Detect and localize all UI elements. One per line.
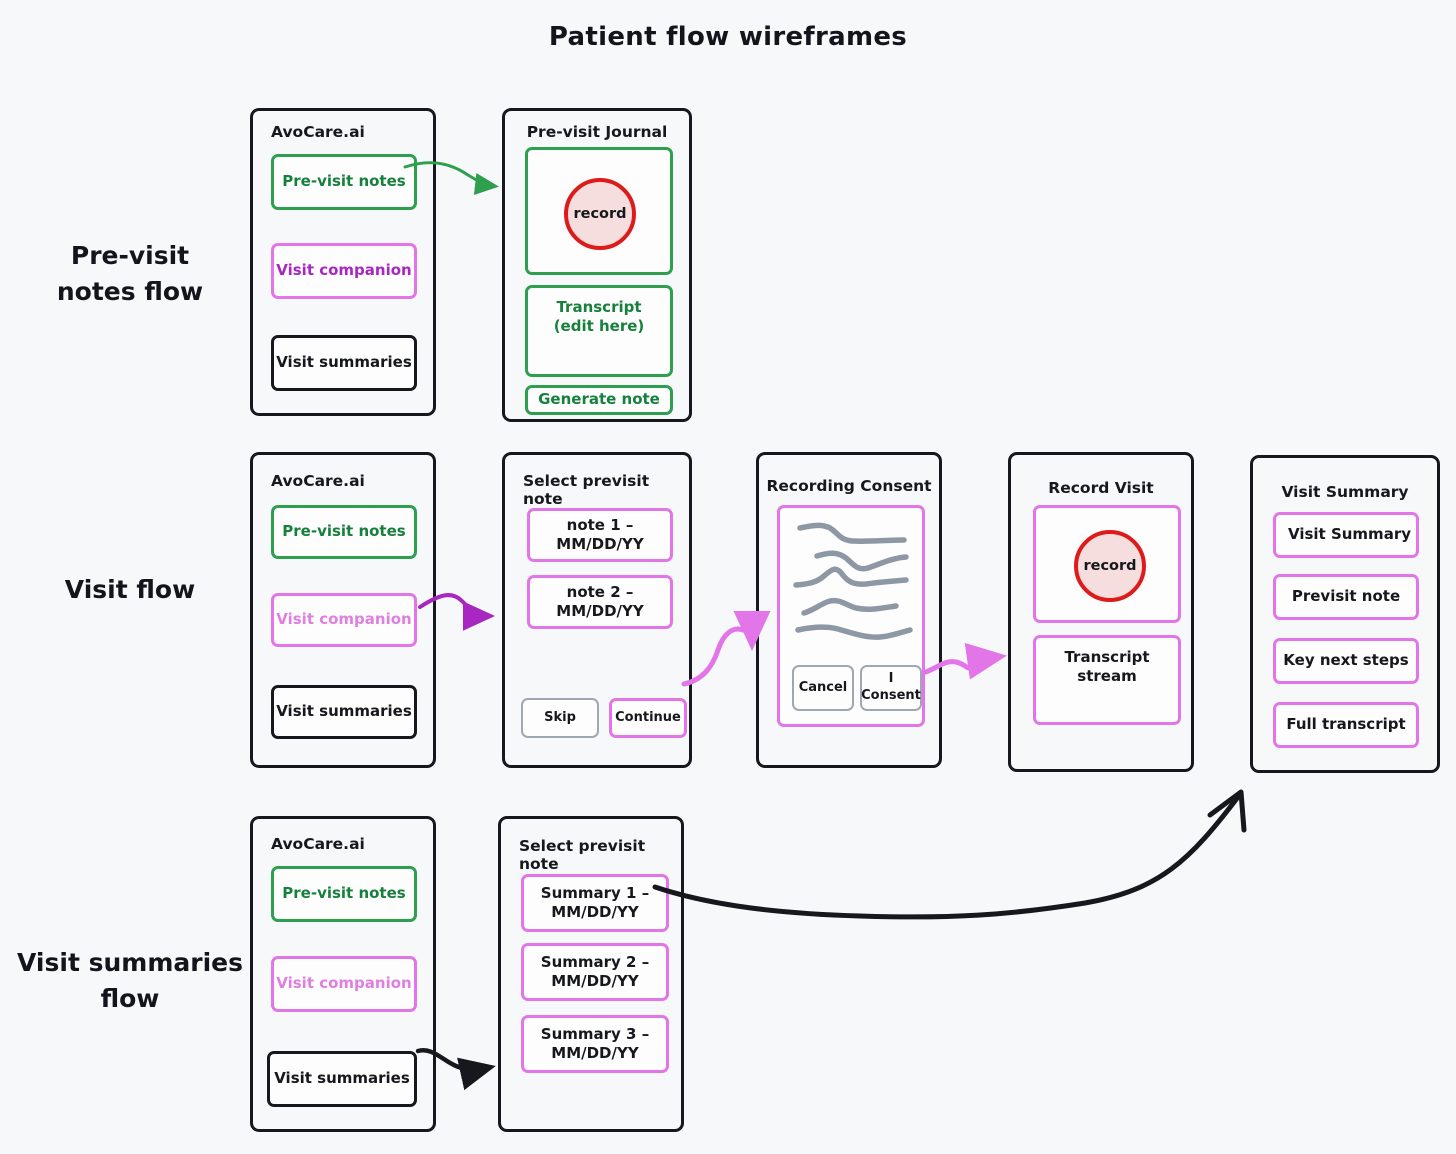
row-label-visit-flow: Visit flow xyxy=(64,575,196,604)
note-option-1[interactable]: note 1 – MM/DD/YY xyxy=(527,508,673,562)
screen-title: Select previsit note xyxy=(519,837,646,873)
note-option-2[interactable]: note 2 – MM/DD/YY xyxy=(527,575,673,629)
record-button[interactable]: record xyxy=(564,178,636,250)
screen-title: Recording Consent xyxy=(766,477,932,495)
menu-item-visit-summaries[interactable]: Visit summaries xyxy=(267,1051,417,1107)
arrowhead-summary-to-visit-summary xyxy=(1207,789,1247,833)
arrow-continue-to-consent xyxy=(681,610,771,687)
generate-note-button[interactable]: Generate note xyxy=(525,385,673,415)
screen-home-row3: AvoCare.ai Pre-visit notes Visit compani… xyxy=(250,816,436,1132)
row-label-visit-summaries-flow: Visit summaries flow xyxy=(17,948,243,1013)
screen-select-previsit-note: Select previsit note note 1 – MM/DD/YY n… xyxy=(502,452,692,768)
screen-title: AvoCare.ai xyxy=(271,123,365,141)
screen-home-row2: AvoCare.ai Pre-visit notes Visit compani… xyxy=(250,452,436,768)
menu-item-visit-companion[interactable]: Visit companion xyxy=(271,956,417,1012)
transcript-editor[interactable]: Transcript (edit here) xyxy=(525,285,673,377)
screen-title: AvoCare.ai xyxy=(271,472,365,490)
screen-title: Select previsit note xyxy=(523,472,650,508)
screen-title: AvoCare.ai xyxy=(271,835,365,853)
arrow-summary-to-visit-summary xyxy=(652,794,1241,920)
screen-previsit-journal: Pre-visit Journal record Transcript (edi… xyxy=(502,108,692,422)
summary-section-full-transcript[interactable]: Full transcript xyxy=(1273,702,1419,748)
record-area[interactable]: record xyxy=(1033,505,1181,623)
summary-option-2[interactable]: Summary 2 – MM/DD/YY xyxy=(521,943,669,1001)
menu-item-visit-summaries[interactable]: Visit summaries xyxy=(271,335,417,391)
record-area[interactable]: record xyxy=(525,147,673,275)
screen-title: Visit Summary xyxy=(1281,483,1409,501)
menu-item-previsit-notes[interactable]: Pre-visit notes xyxy=(271,154,417,210)
transcript-stream: Transcript stream xyxy=(1033,635,1181,725)
cancel-button[interactable]: Cancel xyxy=(792,665,854,711)
skip-button[interactable]: Skip xyxy=(521,698,599,738)
record-button[interactable]: record xyxy=(1074,530,1146,602)
menu-item-previsit-notes[interactable]: Pre-visit notes xyxy=(271,505,417,559)
waveform-icon xyxy=(793,522,913,640)
screen-visit-summary: Visit Summary Visit Summary Previsit not… xyxy=(1250,455,1440,773)
screen-title: Pre-visit Journal xyxy=(526,123,668,141)
summary-section-visit-summary[interactable]: Visit Summary xyxy=(1273,512,1419,558)
consent-dialog: Cancel I Consent xyxy=(777,505,925,727)
screen-recording-consent: Recording Consent Cancel I Consent xyxy=(756,452,942,768)
row-label-previsit-notes-flow: Pre-visit notes flow xyxy=(56,241,204,306)
screen-title: Record Visit xyxy=(1048,479,1154,497)
menu-item-previsit-notes[interactable]: Pre-visit notes xyxy=(271,866,417,922)
screen-record-visit: Record Visit record Transcript stream xyxy=(1008,452,1194,772)
consent-button[interactable]: I Consent xyxy=(860,665,922,711)
menu-item-visit-companion[interactable]: Visit companion xyxy=(271,593,417,647)
screen-select-summary: Select previsit note Summary 1 – MM/DD/Y… xyxy=(498,816,684,1132)
summary-option-1[interactable]: Summary 1 – MM/DD/YY xyxy=(521,874,669,932)
summary-section-key-next-steps[interactable]: Key next steps xyxy=(1273,638,1419,684)
menu-item-visit-companion[interactable]: Visit companion xyxy=(271,243,417,299)
summary-option-3[interactable]: Summary 3 – MM/DD/YY xyxy=(521,1015,669,1073)
menu-item-visit-summaries[interactable]: Visit summaries xyxy=(271,685,417,739)
summary-section-previsit-note[interactable]: Previsit note xyxy=(1273,574,1419,620)
continue-button[interactable]: Continue xyxy=(609,698,687,738)
screen-home-row1: AvoCare.ai Pre-visit notes Visit compani… xyxy=(250,108,436,416)
page-title: Patient flow wireframes xyxy=(548,22,908,52)
